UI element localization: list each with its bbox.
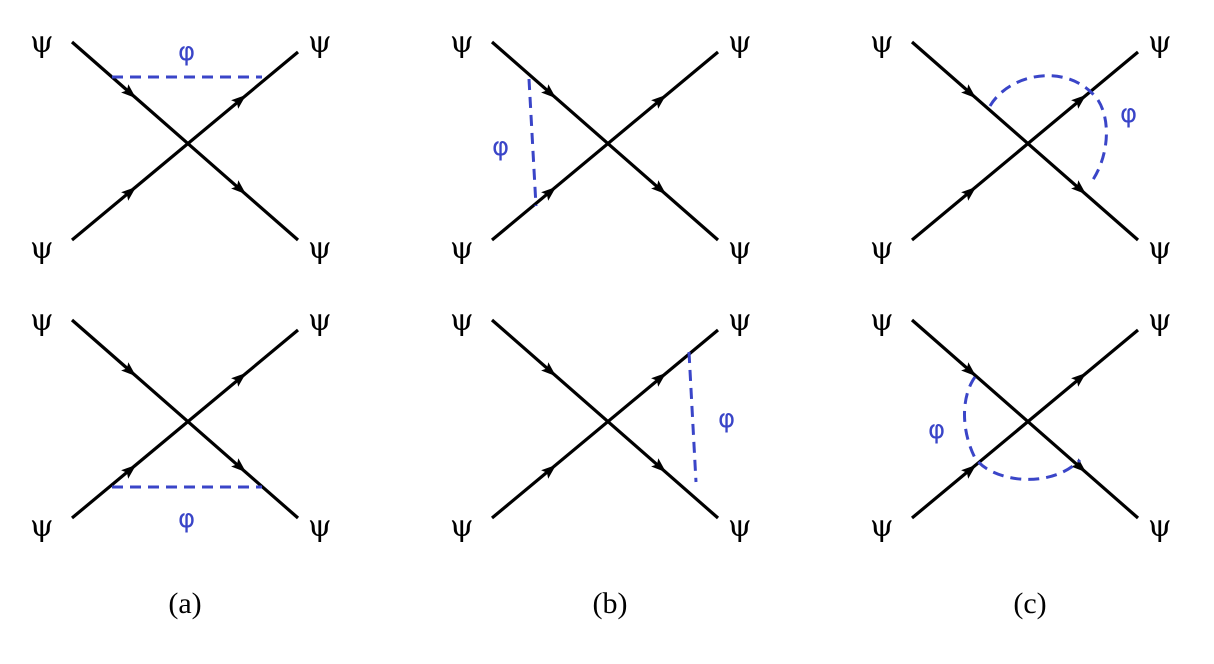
caption-a: (a) [168,587,201,620]
scalar-propagator [687,351,698,483]
fermion-line [910,50,1140,242]
diagram-b-top: φ ψ ψ ψ ψ [450,25,752,266]
fermion-line [490,318,720,520]
fermion-label: ψ [30,509,54,544]
scalar-loop [988,74,1108,185]
fermion-label: ψ [870,25,894,60]
scalar-loop [963,376,1082,481]
caption-c: (c) [1013,587,1046,620]
fermion-line [490,50,720,242]
diagram-b-bottom: φ ψ ψ ψ ψ [450,303,752,544]
fermion-label: ψ [728,25,752,60]
fermion-line [490,328,720,520]
diagram-c-bottom: φ ψ ψ ψ ψ [870,303,1172,544]
fermion-line [910,40,1140,242]
fermion-label: ψ [450,303,474,338]
fermion-label: ψ [450,231,474,266]
scalar-label: φ [718,404,735,434]
fermion-label: ψ [1148,509,1172,544]
fermion-line [910,318,1140,520]
scalar-label: φ [178,37,195,67]
fermion-label: ψ [308,303,332,338]
fermion-line [490,40,720,242]
scalar-propagator [527,78,538,207]
fermion-label: ψ [1148,25,1172,60]
fermion-line-incoming-upper [70,40,300,242]
fermion-label: ψ [728,509,752,544]
scalar-label: φ [1120,99,1137,129]
fermion-label: ψ [30,25,54,60]
fermion-label: ψ [728,303,752,338]
fermion-label: ψ [870,303,894,338]
fermion-label: ψ [870,509,894,544]
diagram-a-bottom: φ ψ ψ ψ ψ [30,303,332,544]
fermion-label: ψ [30,303,54,338]
fermion-label: ψ [450,25,474,60]
fermion-label: ψ [30,231,54,266]
fermion-label: ψ [308,509,332,544]
scalar-label: φ [928,415,945,445]
fermion-label: ψ [450,509,474,544]
caption-b: (b) [593,587,628,620]
scalar-label: φ [178,504,195,534]
fermion-line [70,318,300,520]
scalar-label: φ [492,132,509,162]
fermion-label: ψ [728,231,752,266]
fermion-line-incoming-lower [70,50,300,242]
fermion-label: ψ [1148,303,1172,338]
diagram-c-top: φ ψ ψ ψ ψ [870,25,1172,266]
fermion-label: ψ [870,231,894,266]
fermion-label: ψ [1148,231,1172,266]
fermion-line [910,328,1140,520]
fermion-line [70,328,300,520]
fermion-label: ψ [308,25,332,60]
diagram-a-top: φ ψ ψ ψ ψ [30,25,332,266]
fermion-label: ψ [308,231,332,266]
